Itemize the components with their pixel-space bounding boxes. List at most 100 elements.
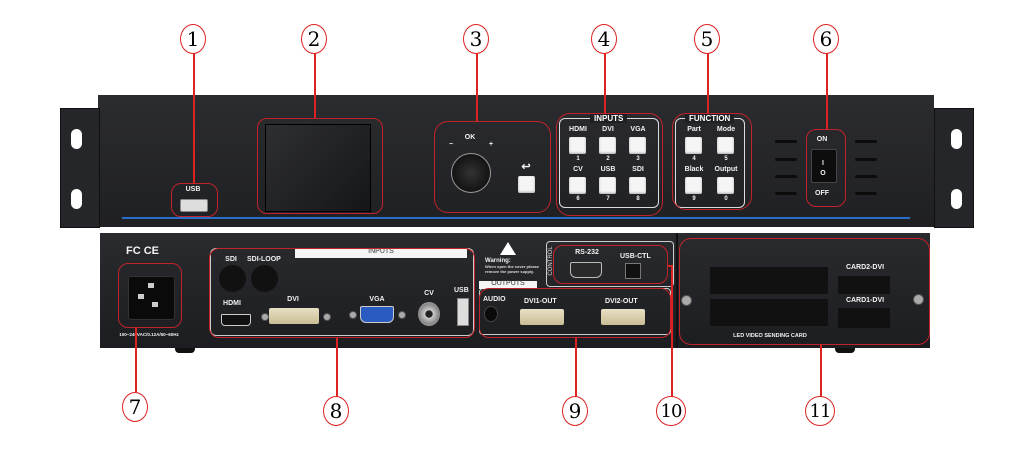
power-inlet-pin	[148, 283, 154, 288]
callout-5: 5	[694, 24, 720, 54]
dvi2-out-port	[601, 309, 645, 325]
leader-line-4	[604, 52, 606, 113]
highlight-inputs	[556, 113, 663, 216]
port-label-audio: AUDIO	[483, 296, 506, 303]
knob-ok-label: OK	[464, 134, 476, 141]
highlight-power	[806, 129, 846, 207]
function-number: 5	[724, 156, 728, 162]
power-o-label: O	[820, 170, 826, 177]
function-button-mode[interactable]	[717, 137, 734, 154]
input-button-hdmi[interactable]	[569, 137, 586, 154]
rs232-port	[570, 262, 602, 278]
sdi-port	[219, 265, 246, 292]
back-icon: ↩	[521, 161, 531, 173]
rack-hole	[951, 189, 962, 209]
dvi-input-port	[269, 308, 319, 324]
input-label: SDI	[632, 166, 644, 173]
port-label-hdmi: HDMI	[223, 300, 241, 307]
leader-line-10-h	[668, 265, 672, 267]
port-label-rs232: RS-232	[575, 249, 599, 256]
front-panel	[98, 95, 934, 227]
card-slot-blank	[710, 299, 828, 326]
card2-dvi-label: CARD2-DVI	[845, 264, 885, 271]
input-number: 6	[576, 196, 580, 202]
input-number: 2	[606, 156, 610, 162]
card1-dvi-label: CARD1-DVI	[845, 297, 885, 304]
dvi1-out-port	[520, 309, 564, 325]
input-button-vga[interactable]	[629, 137, 646, 154]
input-button-usb[interactable]	[599, 177, 616, 194]
rear-usb-port	[457, 298, 469, 326]
rack-hole	[71, 189, 82, 209]
leader-line-6	[826, 52, 828, 129]
function-button-output[interactable]	[717, 177, 734, 194]
vent	[855, 192, 877, 195]
outputs-panel-tab	[479, 281, 537, 289]
cv-bnc-port	[418, 302, 440, 326]
input-number: 3	[636, 156, 640, 162]
input-label: DVI	[602, 126, 614, 133]
leader-line-9	[575, 338, 577, 398]
leader-line-7	[135, 328, 137, 392]
vent	[855, 140, 877, 143]
function-label: Output	[714, 166, 738, 173]
input-label: HDMI	[569, 126, 587, 133]
vent	[775, 158, 797, 161]
lcd-screen	[265, 124, 371, 212]
port-label-vga: VGA	[369, 296, 385, 303]
power-rating: 100~240VAC/0.12A/50~60Hz	[119, 332, 179, 337]
sending-card-title: LED VIDEO SENDING CARD	[733, 333, 807, 339]
port-label-sdi: SDI	[225, 256, 237, 263]
foot	[175, 348, 195, 353]
knob-minus-label: −	[448, 141, 454, 148]
card2-dvi-port	[838, 276, 890, 294]
input-label: VGA	[630, 126, 646, 133]
port-label-dvi1-out: DVI1-OUT	[524, 298, 557, 305]
callout-2: 2	[301, 24, 327, 54]
card1-dvi-port	[838, 308, 890, 328]
rack-hole	[951, 129, 962, 149]
warning-text: When open the cover please remove the po…	[485, 264, 540, 274]
power-switch[interactable]	[811, 149, 837, 183]
screw	[349, 311, 357, 319]
port-label-cv: CV	[424, 290, 434, 297]
knob-plus-label: +	[488, 141, 494, 148]
function-label: Black	[684, 166, 704, 173]
port-label-usb: USB	[454, 287, 469, 294]
thumbscrew	[681, 295, 692, 306]
function-label: Mode	[716, 126, 736, 133]
input-button-sdi[interactable]	[629, 177, 646, 194]
highlight-control	[553, 245, 668, 284]
rotary-knob[interactable]	[451, 153, 491, 193]
callout-3: 3	[463, 24, 489, 54]
power-inlet	[128, 276, 175, 320]
card-slot-blank	[710, 267, 828, 294]
front-usb-port[interactable]	[180, 199, 208, 212]
back-button[interactable]	[518, 176, 535, 193]
input-button-cv[interactable]	[569, 177, 586, 194]
rear-inputs-title: INPUTS	[368, 248, 394, 255]
function-number: 0	[724, 196, 728, 202]
input-button-dvi[interactable]	[599, 137, 616, 154]
highlight-rear-inputs	[209, 248, 475, 338]
vga-port	[360, 306, 394, 323]
function-button-part[interactable]	[685, 137, 702, 154]
port-label-dvi2-out: DVI2-OUT	[605, 298, 638, 305]
front-right-ear	[934, 108, 974, 228]
function-label: Part	[687, 126, 701, 133]
callout-11: 11	[805, 396, 835, 426]
input-number: 8	[636, 196, 640, 202]
highlight-outputs	[479, 288, 671, 338]
inputs-group-title: INPUTS	[590, 114, 628, 123]
function-button-black[interactable]	[685, 177, 702, 194]
screw	[398, 311, 406, 319]
leader-line-11	[820, 345, 822, 398]
vent	[855, 158, 877, 161]
function-group-title: FUNCTION	[685, 114, 735, 123]
leader-line-1	[193, 52, 195, 183]
power-on-label: ON	[816, 136, 828, 143]
screw	[323, 313, 331, 321]
sdi-loop-port	[251, 265, 278, 292]
callout-6: 6	[813, 24, 839, 54]
screw	[261, 313, 269, 321]
